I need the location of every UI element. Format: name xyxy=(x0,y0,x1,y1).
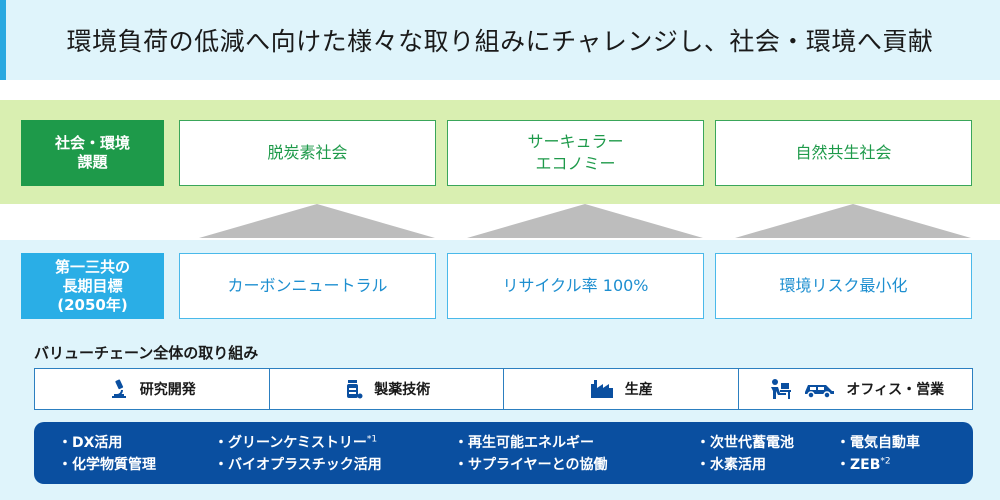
factory-icon xyxy=(589,378,615,400)
medicine-bottle-icon xyxy=(342,378,364,400)
issue-card-nature-positive: 自然共生社会 xyxy=(715,120,972,186)
goal-card-carbon-neutral: カーボンニュートラル xyxy=(179,253,436,319)
value-chain-domains: 研究開発 製薬技術 生産 xyxy=(34,368,973,410)
initiatives-column-office-b: ・電気自動車 ・ZEB*2 xyxy=(836,432,946,474)
header-accent-bar xyxy=(0,0,6,80)
domain-pharma-technology: 製薬技術 xyxy=(270,369,504,409)
footnote-marker: *1 xyxy=(366,434,378,445)
initiative-item: ・次世代蓄電池 xyxy=(696,435,794,451)
initiative-item: ・バイオプラスチック活用 xyxy=(214,457,382,473)
domain-label: 製薬技術 xyxy=(374,382,431,398)
issue-card-circular-economy: サーキュラー エコノミー xyxy=(447,120,704,186)
office-worker-icon xyxy=(766,377,792,401)
domain-research: 研究開発 xyxy=(35,369,270,409)
issue-card-decarbonization: 脱炭素社会 xyxy=(179,120,436,186)
initiatives-panel: ・DX活用 ・化学物質管理 ・グリーンケミストリー*1 ・バイオプラスチック活用… xyxy=(34,422,973,484)
domain-label: 研究開発 xyxy=(139,382,196,398)
initiatives-column-office-a: ・次世代蓄電池 ・水素活用 xyxy=(696,432,836,474)
page-title: 環境負荷の低減へ向けた様々な取り組みにチャレンジし、社会・環境へ貢献 xyxy=(66,27,934,56)
header-band xyxy=(0,0,1000,80)
connector-triangle xyxy=(467,204,703,238)
initiatives-column-research: ・DX活用 ・化学物質管理 xyxy=(58,432,214,474)
domain-office-sales: オフィス・営業 xyxy=(739,369,973,409)
initiative-item: ・水素活用 xyxy=(696,457,766,473)
connector-triangle xyxy=(735,204,971,238)
connector-triangle xyxy=(199,204,435,238)
goal-card-environmental-risk: 環境リスク最小化 xyxy=(715,253,972,319)
initiative-item: ・DX活用 xyxy=(58,435,123,451)
value-chain-title: バリューチェーン全体の取り組み xyxy=(34,344,259,362)
footnote-marker: *2 xyxy=(880,456,891,467)
initiative-item: ・再生可能エネルギー xyxy=(454,435,594,451)
car-icon xyxy=(802,379,836,399)
domain-label: オフィス・営業 xyxy=(846,382,945,398)
initiative-item: ・サプライヤーとの協働 xyxy=(454,457,608,473)
initiative-item: ・グリーンケミストリー*1 xyxy=(214,434,378,451)
initiatives-column-production: ・再生可能エネルギー ・サプライヤーとの協働 xyxy=(454,432,696,474)
initiative-item: ・電気自動車 xyxy=(836,435,920,451)
initiative-item: ・化学物質管理 xyxy=(58,457,156,473)
initiative-item: ・ZEB*2 xyxy=(836,456,891,473)
initiatives-column-pharma: ・グリーンケミストリー*1 ・バイオプラスチック活用 xyxy=(214,432,454,474)
issues-label: 社会・環境 課題 xyxy=(21,120,164,186)
goals-label: 第一三共の 長期目標 (2050年) xyxy=(21,253,164,319)
domain-production: 生産 xyxy=(504,369,739,409)
goal-card-recycling-rate: リサイクル率 100% xyxy=(447,253,704,319)
microscope-icon xyxy=(108,378,130,400)
domain-label: 生産 xyxy=(624,382,653,398)
